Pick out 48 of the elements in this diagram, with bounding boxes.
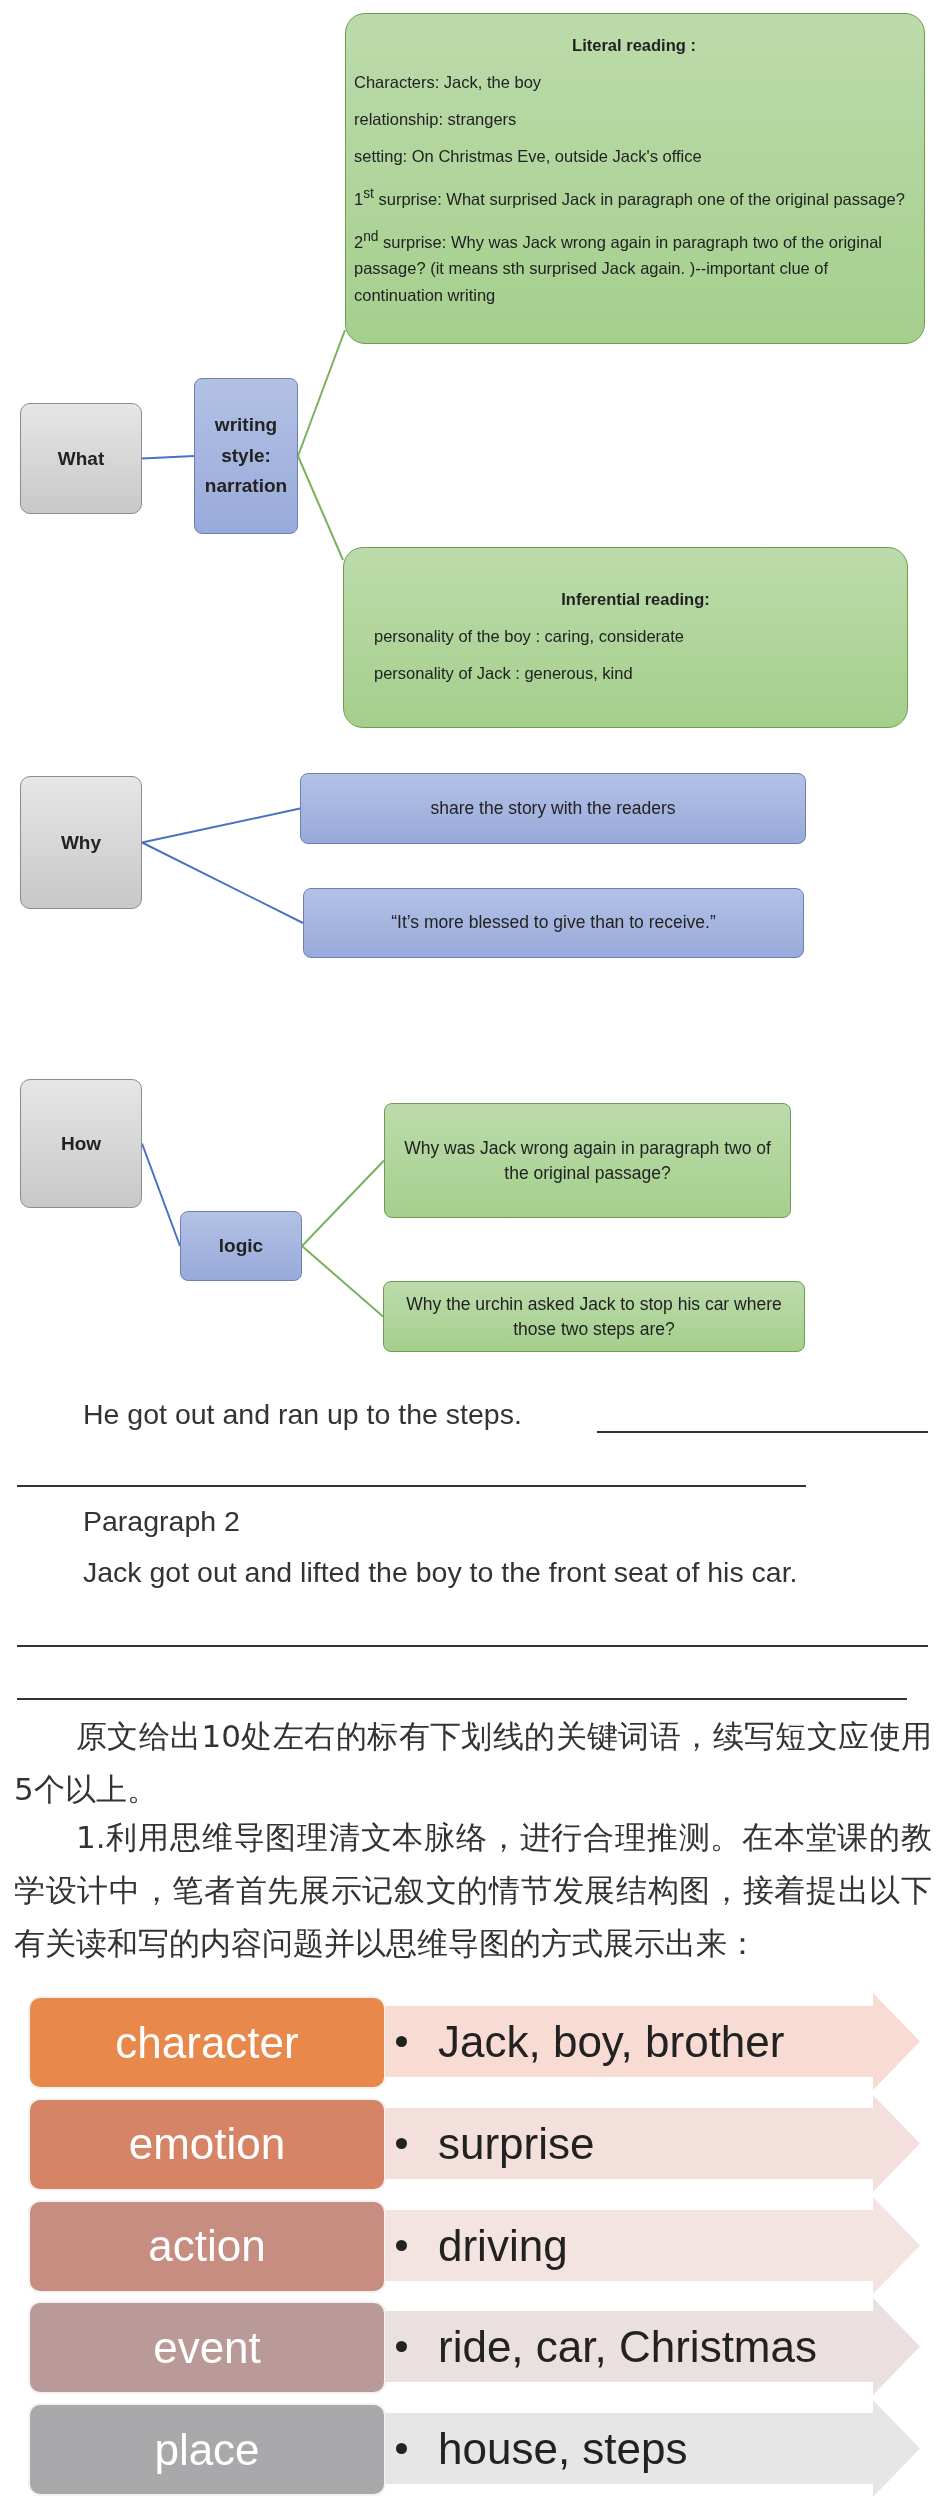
connector-line	[141, 807, 301, 844]
connector-line	[297, 455, 344, 561]
reading-card	[343, 547, 908, 728]
detail-box: Why the urchin asked Jack to stop his car where those two steps are?	[383, 1281, 805, 1352]
sentence-text: Jack got out and lifted the boy to the front seat of his car.	[83, 1556, 798, 1589]
paragraph-text: 1.利用思维导图理清文本脉络，进行合理推测。在本堂课的教学设计中，笔者首先展示记叙文的情节发展结构图，接着提出以下有关读和写的内容问题并以思维导图的方式展示出来：	[14, 1818, 932, 1963]
connector-line	[297, 329, 346, 457]
arrow-banner	[385, 2196, 920, 2294]
branch-box: writing style: narration	[194, 378, 298, 534]
category-box: character	[30, 1998, 384, 2087]
topic-box: What	[20, 403, 142, 514]
card-heading: Inferential reading:	[560, 589, 711, 610]
branch-box: share the story with the readers	[300, 773, 806, 844]
arrow-banner	[385, 2400, 920, 2497]
arrow-banner	[385, 2094, 920, 2192]
category-box: action	[30, 2201, 384, 2291]
card-text: personality of the boy : caring, considerate	[374, 626, 685, 647]
reading-card	[345, 13, 925, 344]
arrow-banner	[385, 2298, 920, 2396]
list-text: Jack, boy, brother	[438, 2016, 785, 2068]
connector-line	[141, 1142, 181, 1247]
list-text: surprise	[438, 2117, 595, 2170]
branch-box: logic	[180, 1211, 302, 1281]
topic-box: How	[20, 1079, 142, 1208]
sentence-text: He got out and ran up to the steps.	[83, 1398, 522, 1431]
category-box: event	[30, 2303, 384, 2393]
connector-line	[301, 1159, 385, 1247]
card-text: setting: On Christmas Eve, outside Jack's office	[354, 146, 703, 167]
paragraph-text: 原文给出10处左右的标有下划线的关键词语，续写短文应使用5个以上。	[14, 1717, 932, 1809]
category-box: emotion	[30, 2099, 384, 2189]
category-box: place	[30, 2405, 384, 2494]
arrow-banner	[385, 1993, 920, 2090]
card-text: relationship: strangers	[354, 109, 518, 130]
detail-box: Why was Jack wrong again in paragraph two of the original passage?	[384, 1103, 791, 1218]
card-text: Characters: Jack, the boy	[354, 72, 543, 93]
branch-box: “It’s more blessed to give than to receive.”	[303, 888, 804, 958]
connector-line	[141, 455, 195, 460]
card-heading: Literal reading :	[571, 35, 697, 56]
paragraph-heading: Paragraph 2	[83, 1505, 240, 1538]
topic-box: Why	[20, 776, 142, 909]
card-text: 2$^{nd}$ surprise: Why was Jack wrong again in paragraph two of the original passage? (it means sth surprised Jack again. )--important clue of continuation writing	[354, 227, 883, 306]
connector-line	[301, 1245, 384, 1318]
card-text: personality of Jack : generous, kind	[374, 663, 634, 684]
connector-line	[141, 841, 304, 924]
list-text: house, steps	[438, 2423, 688, 2475]
list-text: driving	[438, 2219, 568, 2272]
card-text: 1$^{st}$ surprise: What surprised Jack in paragraph one of the original passage?	[354, 185, 906, 210]
list-text: ride, car, Christmas	[438, 2321, 817, 2374]
